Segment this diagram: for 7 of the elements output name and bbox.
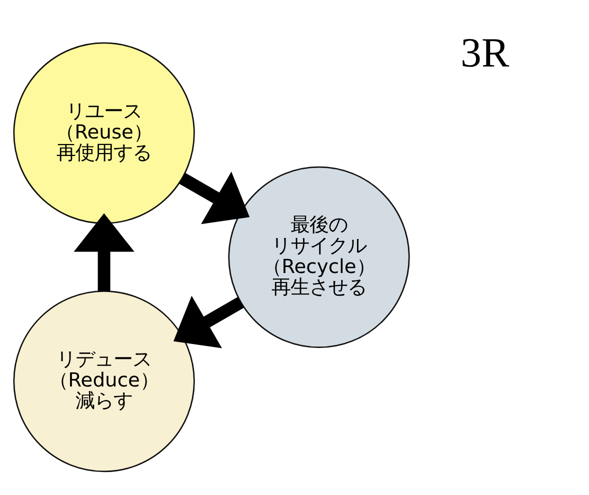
node-circle: 最後の リサイクル （Recycle） 再生させる	[228, 166, 410, 348]
node-circle: リデュース （Reduce） 減らす	[13, 290, 195, 472]
label: 3R	[460, 30, 510, 76]
arrow	[74, 213, 134, 291]
arrow	[173, 296, 244, 348]
node-circle: リユース （Reuse） 再使用する	[13, 42, 195, 224]
arrow	[179, 172, 250, 224]
